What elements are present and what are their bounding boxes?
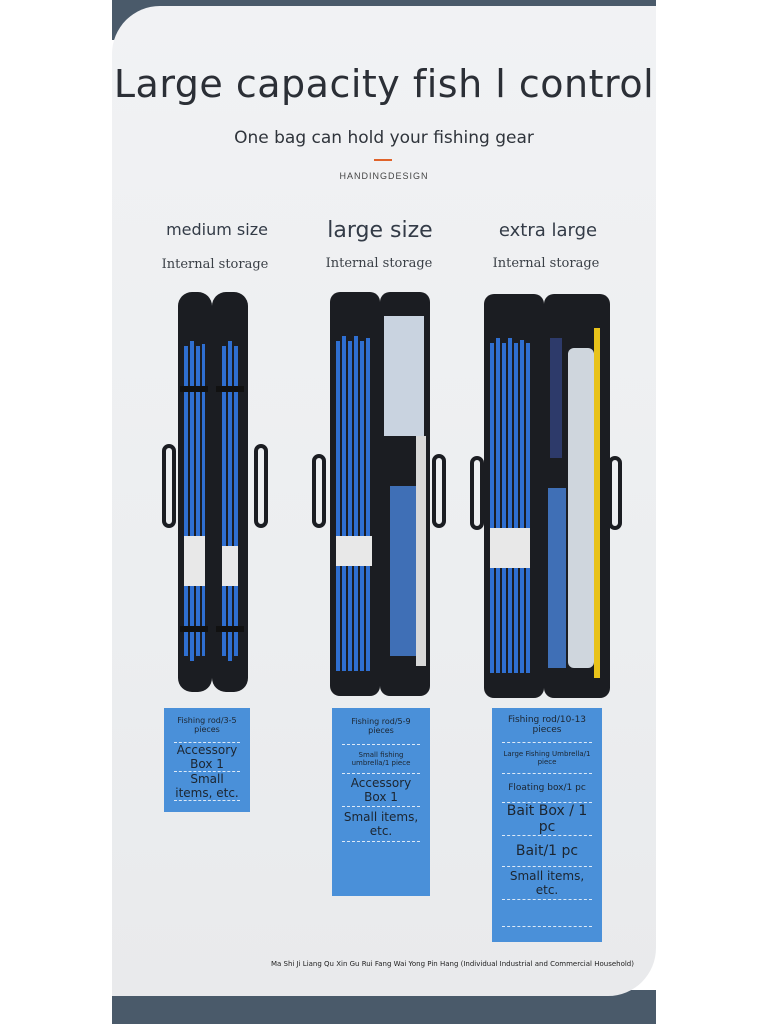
medium-size-title: medium size xyxy=(166,220,268,239)
large-bag-image xyxy=(312,286,448,703)
extra-large-title: extra large xyxy=(498,220,598,241)
list-item: Bait Box / 1 pc xyxy=(502,803,592,836)
list-item: Fishing rod/5-9 pieces xyxy=(342,708,420,745)
medium-contents-box: Fishing rod/3-5 pieces Accessory Box 1 S… xyxy=(164,708,250,812)
list-item: Small fishing umbrella/1 piece xyxy=(342,745,420,774)
accent-line xyxy=(374,159,392,161)
list-item: Small items, etc. xyxy=(342,807,420,842)
extra-large-storage-label: Internal storage xyxy=(492,256,600,271)
list-item: Small items, etc. xyxy=(174,772,240,801)
page-subtitle: One bag can hold your fishing gear xyxy=(234,128,534,148)
brand-label: HANDINGDESIGN xyxy=(339,171,429,181)
list-item: Fishing rod/3-5 pieces xyxy=(174,708,240,743)
page-title: Large capacity fish l control xyxy=(113,62,655,106)
extra-large-contents-box: Fishing rod/10-13 pieces Large Fishing U… xyxy=(492,708,602,942)
list-item xyxy=(502,900,592,927)
large-storage-label: Internal storage xyxy=(325,256,433,271)
large-size-title: large size xyxy=(327,218,433,243)
product-card: Large capacity fish l control One bag ca… xyxy=(112,6,656,996)
medium-bag-image xyxy=(162,286,268,701)
list-item: Floating box/1 pc xyxy=(502,774,592,803)
large-contents-box: Fishing rod/5-9 pieces Small fishing umb… xyxy=(332,708,430,896)
list-item: Bait/1 pc xyxy=(502,836,592,867)
list-item: Small items, etc. xyxy=(502,867,592,900)
extra-large-bag-image xyxy=(470,288,626,707)
medium-storage-label: Internal storage xyxy=(161,257,269,272)
footer-credit: Ma Shi Ji Liang Qu Xin Gu Rui Fang Wai Y… xyxy=(270,960,634,968)
list-item: Fishing rod/10-13 pieces xyxy=(502,708,592,743)
list-item: Accessory Box 1 xyxy=(342,774,420,807)
list-item: Large Fishing Umbrella/1 piece xyxy=(502,743,592,774)
list-item: Accessory Box 1 xyxy=(174,743,240,772)
